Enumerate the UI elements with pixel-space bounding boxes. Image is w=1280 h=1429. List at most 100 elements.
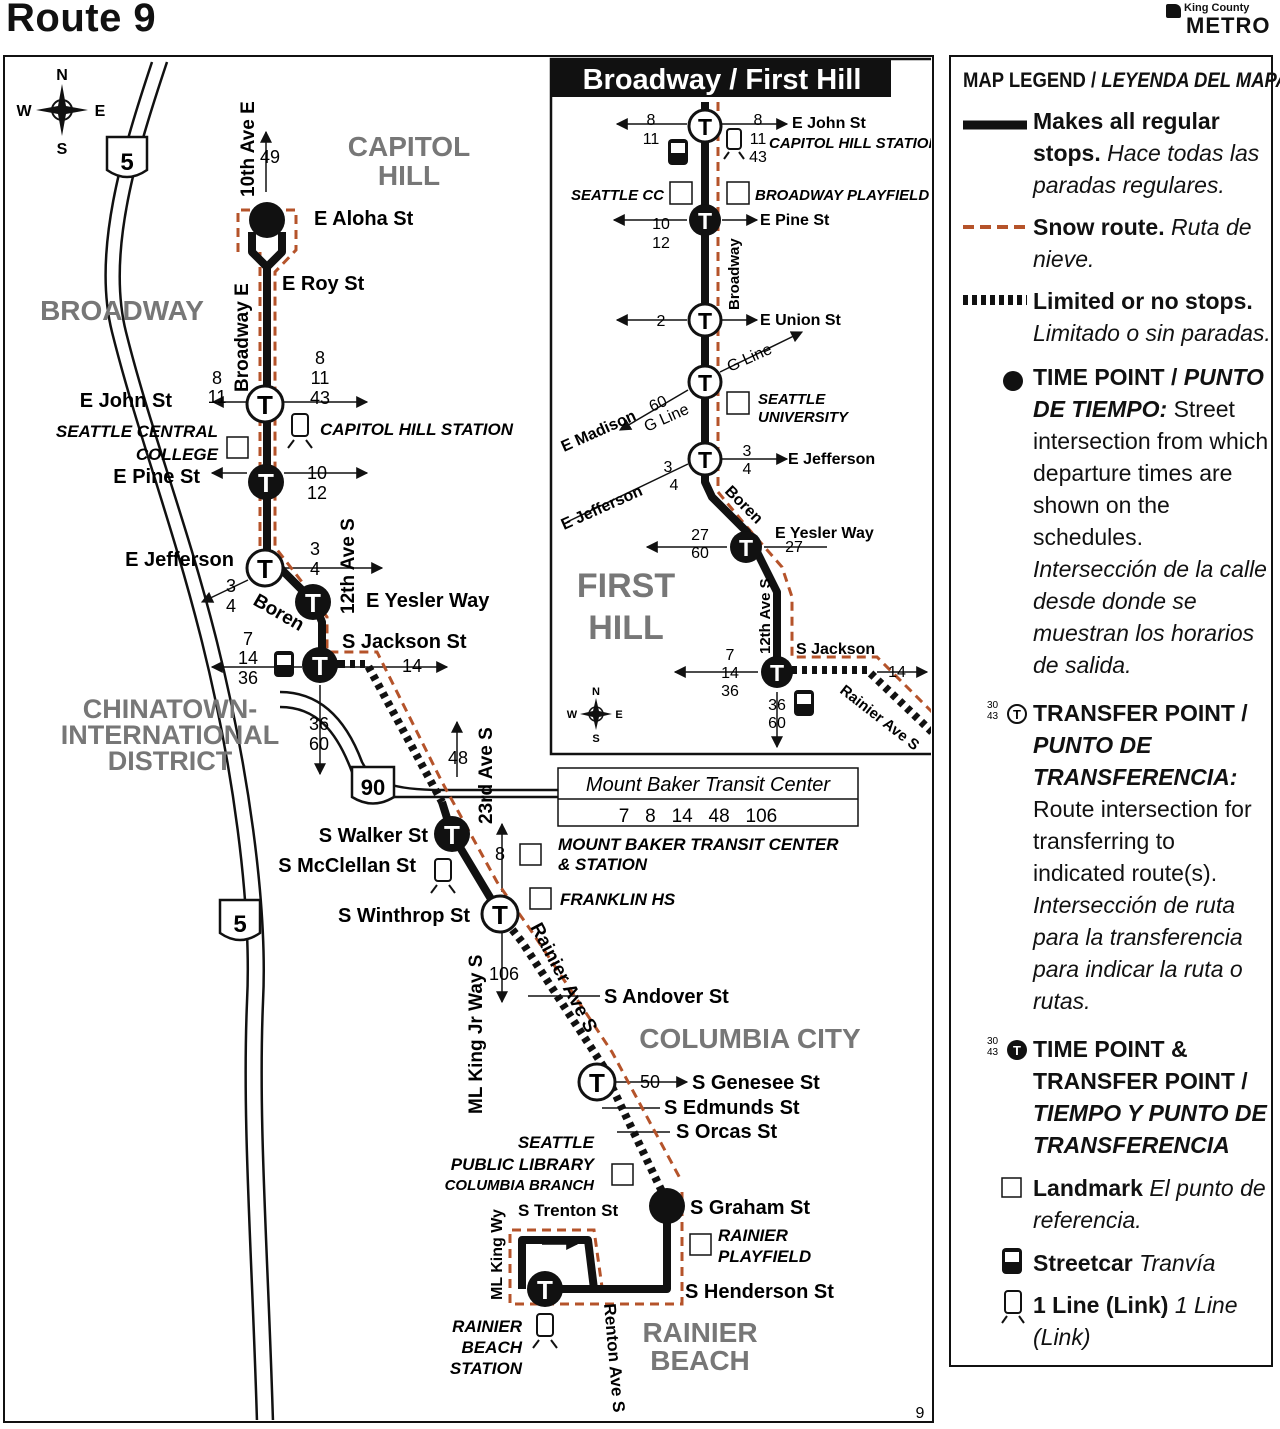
landmark-squares bbox=[226, 436, 712, 1256]
inset-compass-e: E bbox=[615, 709, 622, 721]
compass-s: S bbox=[57, 141, 68, 158]
area-broadway: BROADWAY bbox=[40, 295, 204, 326]
inset-john-left-2: 11 bbox=[643, 131, 660, 148]
legend-transfer-symbol: 30 43 T bbox=[987, 700, 1027, 724]
legend-snow: Snow route. Ruta de nieve. bbox=[1033, 211, 1273, 275]
inset-jefferson-2: 4 bbox=[743, 461, 752, 478]
compass-e: E bbox=[95, 103, 106, 120]
jackson-left-2: 14 bbox=[238, 648, 258, 668]
time-point-graham bbox=[649, 1188, 685, 1224]
link-train-icon bbox=[287, 413, 558, 1349]
lm-capitol-station: CAPITOL HILL STATION bbox=[320, 420, 514, 439]
inset-john: E John St bbox=[792, 115, 866, 132]
street-23rd-ave: 23rd Ave S bbox=[476, 727, 497, 824]
route-48: 48 bbox=[448, 748, 468, 768]
legend-time-transfer: TIME POINT & TRANSFER POINT / TIEMPO Y P… bbox=[1033, 1033, 1273, 1161]
lm-playfield-2: PLAYFIELD bbox=[718, 1247, 811, 1266]
lm-rb-station-3: STATION bbox=[450, 1359, 523, 1378]
inset-compass-w: W bbox=[567, 709, 578, 721]
inset-jackson-left-2: 14 bbox=[721, 665, 739, 682]
page-title: Route 9 bbox=[6, 0, 157, 40]
transfer-point-genesee: T bbox=[577, 1062, 617, 1102]
lm-seattle-central-2: COLLEGE bbox=[136, 445, 219, 464]
transfer-point-jefferson: T bbox=[245, 548, 285, 588]
inset-john-left-1: 8 bbox=[647, 112, 656, 129]
inset-compass-n: N bbox=[592, 686, 600, 698]
streetcar-icon bbox=[274, 651, 294, 677]
inset-yesler: E Yesler Way bbox=[775, 525, 874, 542]
jefferson-down-1: 3 bbox=[226, 576, 236, 596]
stop-labels: E Aloha St E Roy St E John St E Pine St … bbox=[80, 208, 834, 1303]
legend-tt-es: TIEMPO Y PUNTO DE TRANSFERENCIA bbox=[1033, 1100, 1267, 1158]
legend-timepoint-en: TIME POINT / bbox=[1033, 364, 1184, 390]
neighborhood-labels: CAPITOL HILL BROADWAY CHINATOWN- INTERNA… bbox=[40, 131, 861, 1376]
legend-regular-symbol bbox=[963, 120, 1027, 130]
inset-pine-1: 10 bbox=[652, 216, 670, 233]
legend-streetcar-es: Tranvía bbox=[1139, 1250, 1216, 1276]
svg-text:T: T bbox=[492, 900, 508, 930]
map-frame: N S W E 5 5 90 Mount Baker Transit Cente… bbox=[3, 55, 940, 1423]
legend-streetcar-en: Streetcar bbox=[1033, 1250, 1133, 1276]
stop-andover: S Andover St bbox=[604, 986, 729, 1008]
legend-transfer: TRANSFER POINT / PUNTO DE TRANSFERENCIA:… bbox=[1033, 697, 1273, 1017]
jackson-left-3: 36 bbox=[238, 668, 258, 688]
stop-mcclellan: S McClellan St bbox=[278, 855, 416, 877]
svg-text:T: T bbox=[305, 588, 321, 618]
compass-icon: N S W E bbox=[16, 67, 105, 158]
inset-area-2: HILL bbox=[588, 609, 664, 647]
inset-jefferson-sw-1: 3 bbox=[664, 459, 673, 476]
inset-jackson-down-1: 36 bbox=[768, 697, 786, 714]
stop-yesler: E Yesler Way bbox=[366, 590, 490, 612]
legend-title: MAP LEGEND / LEYENDA DEL MAPA bbox=[963, 69, 1280, 93]
i5-shield-icon: 5 bbox=[105, 135, 149, 179]
time-transfer-rainier-beach: T bbox=[527, 1271, 563, 1307]
jackson-down-1: 36 bbox=[309, 714, 329, 734]
stop-trenton: S Trenton St bbox=[518, 1201, 618, 1220]
area-chinatown-3: DISTRICT bbox=[108, 746, 233, 776]
area-rainier-beach-1: RAINIER bbox=[642, 1317, 757, 1348]
inset-seattle-cc: SEATTLE CC bbox=[571, 187, 665, 204]
area-columbia-city: COLUMBIA CITY bbox=[639, 1023, 861, 1054]
legend-limited: Limited or no stops. Limitado o sin para… bbox=[1033, 285, 1273, 349]
stop-orcas: S Orcas St bbox=[676, 1121, 778, 1143]
inset-jackson-left-3: 36 bbox=[721, 683, 739, 700]
inset-link-icon bbox=[723, 128, 745, 160]
inset-jackson: S Jackson bbox=[796, 641, 875, 658]
route-49: 49 bbox=[260, 147, 280, 167]
svg-text:T: T bbox=[739, 535, 753, 561]
legend-landmark-es: El punto de referencia. bbox=[1033, 1175, 1266, 1233]
inset-title: Broadway / First Hill bbox=[583, 64, 862, 96]
landmark-labels: CAPITOL HILL STATION SEATTLE CENTRAL COL… bbox=[56, 420, 839, 1378]
time-transfer-jackson: T bbox=[302, 647, 338, 683]
route-number-labels: 49 8 11 8 11 43 10 12 3 4 3 4 7 14 36 14… bbox=[208, 147, 660, 1092]
inset-jefferson-sw-2: 4 bbox=[670, 477, 679, 494]
compass-w: W bbox=[16, 103, 32, 120]
route-map: N S W E 5 5 90 Mount Baker Transit Cente… bbox=[16, 57, 940, 1423]
stop-roy: E Roy St bbox=[282, 273, 365, 295]
lm-mt-baker-2: & STATION bbox=[558, 855, 648, 874]
logo-bottom-text: METRO bbox=[1186, 13, 1271, 38]
street-renton-ave: Renton Ave S bbox=[600, 1303, 628, 1414]
transit-center-name: Mount Baker Transit Center bbox=[586, 774, 832, 796]
inset-jackson-right: 14 bbox=[888, 664, 906, 681]
svg-text:T: T bbox=[258, 468, 274, 498]
area-chinatown-1: CHINATOWN- bbox=[83, 694, 257, 724]
route-50: 50 bbox=[640, 1072, 660, 1092]
jackson-left-1: 7 bbox=[243, 629, 253, 649]
stop-jackson: S Jackson St bbox=[342, 631, 467, 653]
compass-n: N bbox=[56, 67, 68, 84]
time-transfer-pine: T bbox=[248, 464, 284, 500]
legend-regular-en: Makes all regular stops. bbox=[1033, 108, 1220, 166]
inset-jackson-down-2: 60 bbox=[768, 715, 786, 732]
legend-title-es: LEYENDA DEL MAPA bbox=[1101, 69, 1280, 92]
legend-snow-en: Snow route. bbox=[1033, 214, 1165, 240]
svg-text:T: T bbox=[1013, 1043, 1021, 1058]
stop-edmunds: S Edmunds St bbox=[664, 1097, 800, 1119]
john-left-1: 8 bbox=[212, 368, 222, 388]
mount-baker-transit-center-box: Mount Baker Transit Center 7 8 14 48 106 bbox=[557, 767, 859, 827]
legend-streetcar-icon bbox=[1002, 1248, 1022, 1274]
legend-timepoint-desc: Street intersection from which departure… bbox=[1033, 396, 1269, 550]
time-transfer-walker: T bbox=[434, 816, 470, 852]
route-8: 8 bbox=[495, 844, 505, 864]
inset-broadway-first-hill: Broadway / First Hill T T T T T T T bbox=[549, 57, 940, 756]
